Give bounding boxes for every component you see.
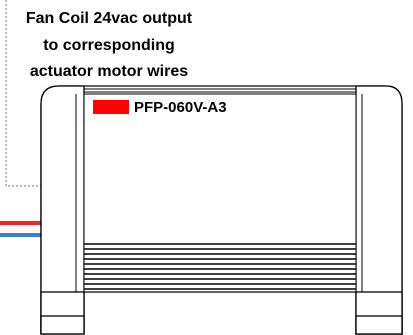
return-air-grille <box>84 243 356 290</box>
left-leg-foot <box>40 315 85 335</box>
right-leg-foot <box>355 315 403 335</box>
model-label: PFP-060V-A3 <box>134 99 227 116</box>
front-panel <box>83 93 357 293</box>
leader-line <box>5 0 41 187</box>
caption-line-1: Fan Coil 24vac output <box>25 10 193 27</box>
blue-wire <box>0 233 44 237</box>
caption-line-3: actuator motor wires <box>29 63 189 80</box>
model-badge <box>93 100 129 114</box>
red-wire <box>0 221 44 225</box>
right-side-panel <box>355 85 403 335</box>
left-side-panel <box>40 85 85 334</box>
caption-line-2: to corresponding <box>43 37 175 54</box>
